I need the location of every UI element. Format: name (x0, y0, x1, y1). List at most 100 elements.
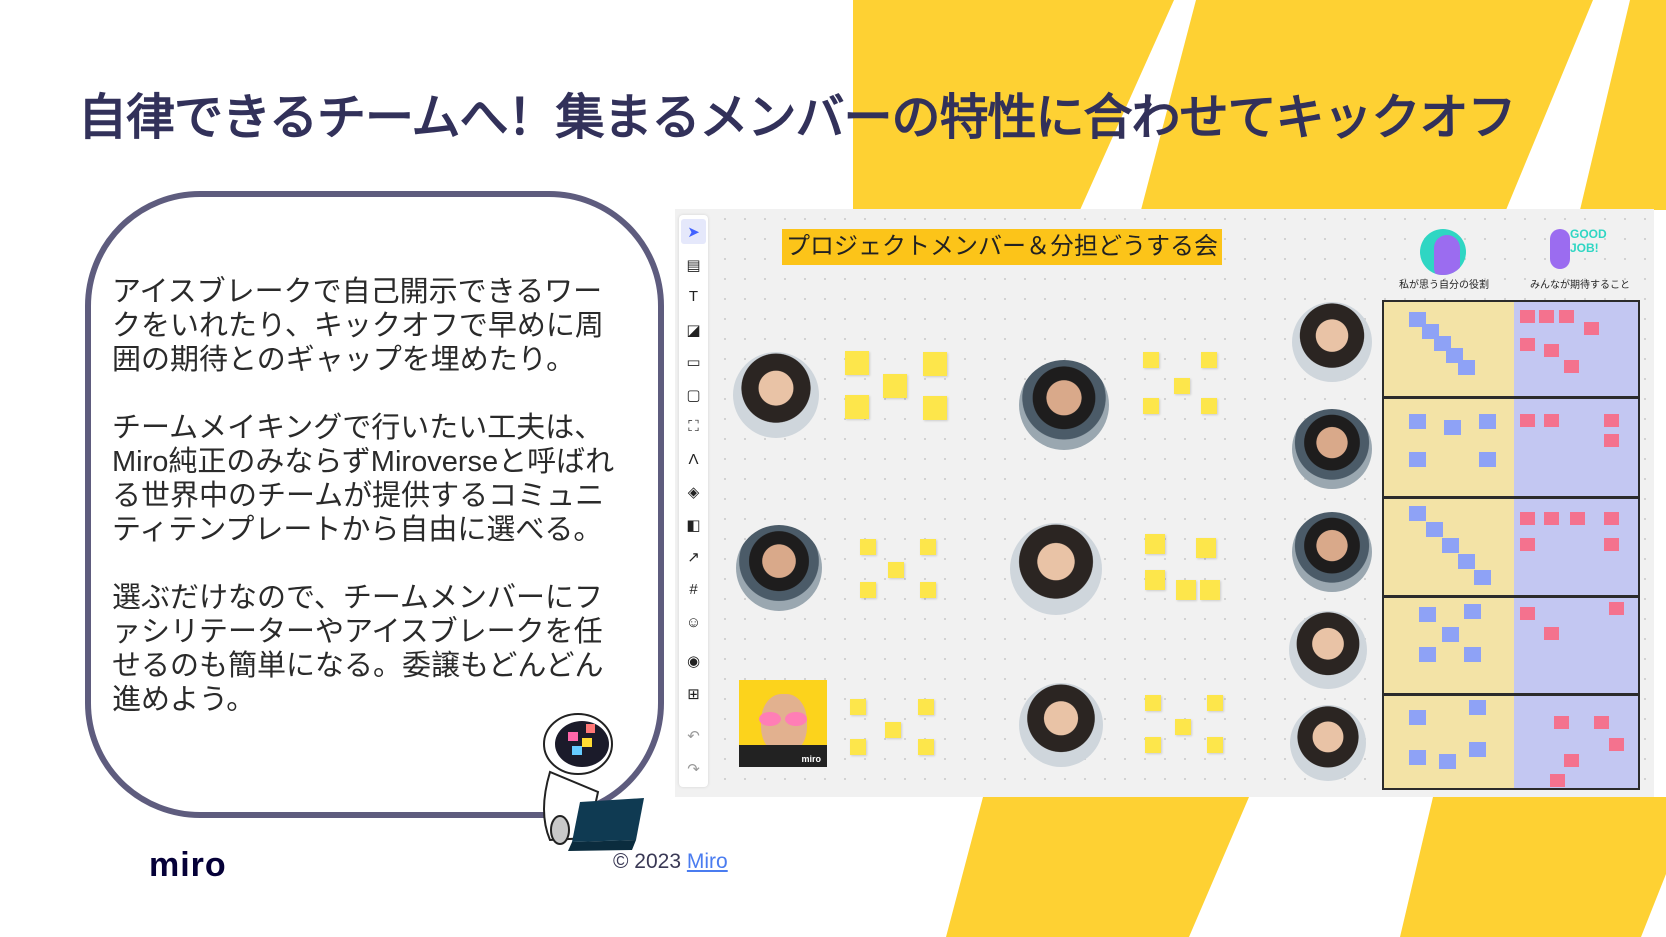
sticky-note (923, 352, 947, 376)
sticky-note (1201, 398, 1217, 414)
blue-sticky (1479, 414, 1496, 429)
board-toolbar: ➤ ▤ T ◪ ▭ ▢ ⛶ Λ ◈ ◧ ↗ # ☺ ◉ ⊞ ↶ ↷ (679, 215, 708, 787)
sticky-note (883, 374, 907, 398)
card-icon[interactable]: ▭ (686, 353, 701, 371)
blue-sticky (1469, 700, 1486, 715)
pink-sticky (1539, 310, 1554, 323)
member-avatar (1292, 409, 1372, 489)
pink-sticky (1570, 512, 1585, 525)
sticky-note (1207, 737, 1223, 753)
sticky-note (845, 351, 869, 375)
blue-sticky (1434, 336, 1451, 351)
speech-bubble (85, 191, 664, 818)
blue-sticky (1469, 742, 1486, 757)
sticky-note (850, 739, 866, 755)
copyright: © 2023 Miro (613, 850, 728, 874)
bubble-line: 進めよう。 (112, 684, 256, 716)
pink-sticky (1604, 512, 1619, 525)
blue-sticky (1439, 754, 1456, 769)
pink-sticky (1520, 607, 1535, 620)
pink-sticky (1609, 738, 1624, 751)
member-tile: miro (739, 680, 827, 767)
shapes-icon[interactable]: ◈ (687, 483, 700, 501)
pink-sticky (1584, 322, 1599, 335)
bubble-line: クをいれたり、キックオフで早めに周 (112, 310, 604, 342)
bubble-paragraph: アイスブレークで自己開示できるワークをいれたり、キックオフで早めに周囲の期待との… (112, 275, 614, 377)
member-avatar (1289, 611, 1367, 689)
pink-sticky (1544, 512, 1559, 525)
template-icon[interactable]: ▤ (686, 256, 701, 274)
bubble-line: 選ぶだけなので、チームメンバーにフ (112, 582, 603, 614)
row-divider (1384, 396, 1638, 399)
miro-logo: miro (149, 846, 227, 884)
sticky-note-icon[interactable]: ◪ (686, 321, 701, 339)
board-title-sticky: プロジェクトメンバー＆分担どうする会 (782, 229, 1222, 265)
pink-sticky (1550, 774, 1565, 787)
copyright-text: © 2023 (613, 850, 682, 873)
sticky-note (1196, 538, 1216, 558)
sticky-note (1174, 378, 1190, 394)
member-avatar (1019, 360, 1109, 450)
upload-icon[interactable]: ◧ (686, 516, 701, 534)
blue-sticky (1426, 522, 1443, 537)
pink-sticky (1604, 538, 1619, 551)
sticky-note (1200, 580, 1220, 600)
blue-sticky (1444, 420, 1461, 435)
bubble-line: チームメイキングで行いたい工夫は、 (112, 412, 604, 444)
column-header-expectations: みんなが期待すること (1530, 280, 1630, 291)
row-divider (1384, 693, 1638, 696)
sticky-note (920, 539, 936, 555)
frame-icon[interactable]: ⛶ (688, 418, 699, 435)
miro-board-screenshot: ➤ ▤ T ◪ ▭ ▢ ⛶ Λ ◈ ◧ ↗ # ☺ ◉ ⊞ ↶ ↷ プロジェクトメンバー＆分担どうする会 mir… (675, 209, 1654, 797)
blue-sticky (1419, 647, 1436, 662)
sticky-note (860, 539, 876, 555)
blue-sticky (1442, 538, 1459, 553)
bubble-line: ティテンプレートから自由に選べる。 (112, 514, 603, 546)
sticky-note (860, 582, 876, 598)
blue-sticky (1464, 604, 1481, 619)
sticky-note (1175, 719, 1191, 735)
connector-icon[interactable]: ↗ (687, 548, 700, 566)
sticky-note (1143, 398, 1159, 414)
pink-sticky (1544, 344, 1559, 357)
row-divider (1384, 595, 1638, 598)
comment-icon[interactable]: ▢ (686, 386, 701, 404)
pink-sticky (1609, 602, 1624, 615)
pink-sticky (1564, 360, 1579, 373)
sticky-note (1176, 580, 1196, 600)
tile-label: miro (801, 754, 821, 764)
pink-sticky (1520, 310, 1535, 323)
blue-sticky (1474, 570, 1491, 585)
sticky-note (1145, 570, 1165, 590)
member-avatar (1010, 523, 1102, 615)
pink-sticky (1520, 338, 1535, 351)
pink-sticky (1604, 414, 1619, 427)
crop-icon[interactable]: # (689, 581, 698, 598)
undo-icon[interactable]: ↶ (687, 727, 700, 745)
redo-icon[interactable]: ↷ (687, 760, 700, 778)
member-avatar (1292, 512, 1372, 592)
member-avatar (1290, 705, 1366, 781)
blue-sticky (1458, 360, 1475, 375)
blue-sticky (1409, 414, 1426, 429)
blue-sticky (1446, 348, 1463, 363)
bubble-paragraph: チームメイキングで行いたい工夫は、Miro純正のみならずMiroverseと呼ば… (112, 411, 614, 547)
blue-sticky (1409, 312, 1426, 327)
pen-icon[interactable]: Λ (688, 451, 699, 468)
blue-sticky (1442, 627, 1459, 642)
member-avatar (1292, 302, 1372, 382)
blue-sticky (1409, 506, 1426, 521)
pink-sticky (1554, 716, 1569, 729)
add-icon[interactable]: ⊞ (687, 685, 700, 703)
header-icon-waving-character (1420, 229, 1466, 275)
blue-sticky (1409, 452, 1426, 467)
select-icon[interactable]: ➤ (681, 219, 706, 244)
camera-icon[interactable]: ◉ (686, 652, 701, 670)
column-header-self-role: 私が思う自分の役割 (1399, 280, 1489, 291)
emoji-icon[interactable]: ☺ (685, 614, 702, 631)
sticky-note (1145, 737, 1161, 753)
row-divider (1384, 496, 1638, 499)
miro-link[interactable]: Miro (686, 850, 728, 873)
text-icon[interactable]: T (688, 288, 699, 305)
sticky-note (885, 722, 901, 738)
